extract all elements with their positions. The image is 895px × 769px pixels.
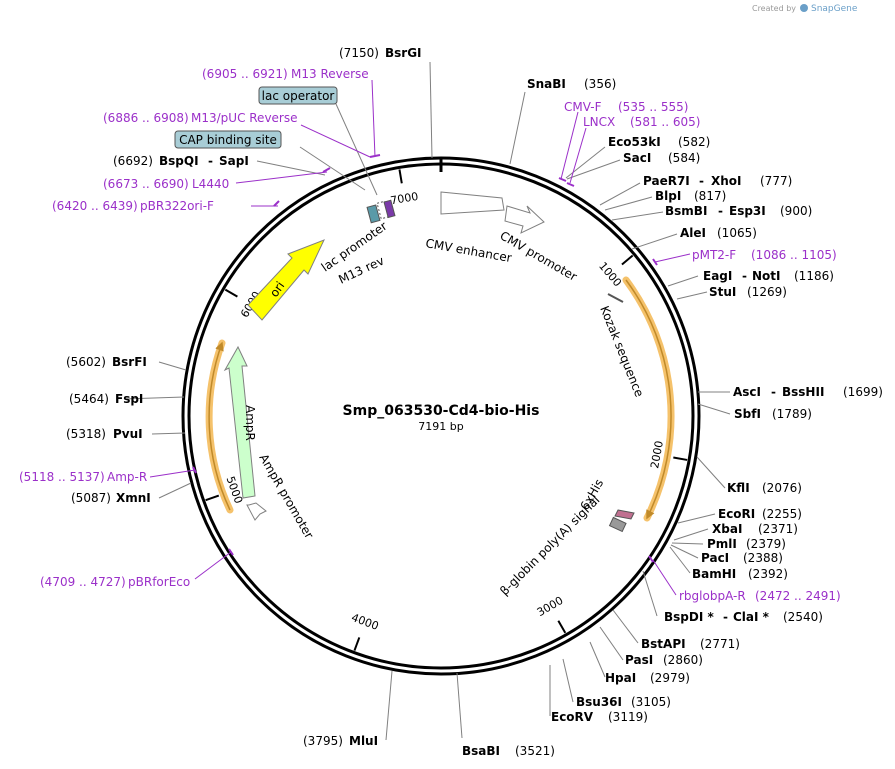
tick-label-4000: 4000 [350,611,381,633]
primer-pbrforeco: (4709 .. 4727)pBRforEco [40,575,190,589]
snapgene-credit: Created by SnapGene [752,4,858,14]
site-bsmbi-esp3i: BsmBI-Esp3I(900) [665,204,812,218]
site-kfli: KflI(2076) [727,481,802,495]
credit-text: Created by [752,4,796,13]
lac-operator-label-box [258,86,338,105]
globin-polya-box [608,516,627,533]
site-saci: SacI(584) [623,151,700,165]
primer-l4440: (6673 .. 6690)L4440 [103,177,229,191]
orf-arrow-left [208,341,231,511]
leader-lines [124,61,731,741]
primer-m13-reverse: (6905 .. 6921)M13 Reverse [202,67,369,81]
site-paci: PacI(2388) [701,551,783,565]
plasmid-size: 7191 bp [418,420,463,433]
site-sbfi: SbfI(1789) [734,407,812,421]
primer-pbr322ori-f: (6420 .. 6439)pBR322ori-F [52,199,214,213]
features [205,191,675,533]
primer-m13-puc-reverse: (6886 .. 6908)M13/pUC Reverse [103,111,298,125]
site-bspdi-clai: BspDI *-ClaI *(2540) [664,610,823,624]
orf-arrow-right [625,279,672,520]
tick-mark-3000 [557,620,567,634]
site-bstapi: BstAPI(2771) [641,637,740,651]
site-eco53ki: Eco53kI(582) [608,135,710,149]
primer-amp-r: (5118 .. 5137)Amp-R [19,470,147,484]
site-bsabi: BsaBI(3521) [462,744,555,758]
primer-marks [192,154,658,563]
primer-lines [149,79,691,596]
site-bamhi: BamHI(2392) [692,567,788,581]
ampr-promoter-arrow [246,502,267,521]
kozak-mark [607,293,624,303]
cmv-promoter-arrow [504,205,545,234]
site-fspi: (5464)FspI [69,392,143,406]
backbone [181,156,701,676]
site-paer7i-xhoi: PaeR7I-XhoI(777) [643,174,792,188]
site-stui: StuI(1269) [709,285,787,299]
his-tag-mark [614,509,635,520]
feature-label-ampr: AmpR [243,405,257,441]
lac-operator-label: lac operator [262,89,335,103]
restriction-sites: (7150)BsrGI SnaBI(356) Eco53kI(582) SacI… [66,46,883,758]
feature-label-kozak: Kozak sequence [597,304,646,399]
tick-mark-4000 [353,637,361,651]
site-pvui: (5318)PvuI [66,427,143,441]
primer-rbglobpa-r: rbglobpA-R(2472 .. 2491) [679,589,841,603]
m13-rev-box [383,199,396,219]
tick-label-3000: 3000 [535,594,566,619]
lac-promoter-box [366,204,381,224]
site-snabi: SnaBI(356) [527,77,616,91]
site-pasi: PasI(2860) [625,653,703,667]
tick-mark-5000 [205,494,220,502]
tick-mark-1000 [621,254,634,266]
site-bsrfi: (5602)BsrFI [66,355,147,369]
tick-mark-6000 [224,288,238,298]
primers: (6905 .. 6921)M13 Reverse (6886 .. 6908)… [19,67,841,603]
primer-lncx: LNCX(581 .. 605) [583,115,700,129]
primer-cmv-f: CMV-F(535 .. 555) [564,100,688,114]
site-ecorv: EcoRV(3119) [551,710,648,724]
site-bsrgi: (7150)BsrGI [339,46,422,60]
tick-mark-7000 [398,169,403,184]
tick-label-7000: 7000 [389,190,419,207]
site-xmni: (5087)XmnI [71,491,151,505]
cap-site-label: CAP binding site [179,133,277,147]
ampr-arrow [223,345,256,499]
feature-label-ampr-promoter: AmpR promoter [256,452,316,542]
cmv-enhancer-arrow [440,191,505,215]
tick-label-1000: 1000 [596,260,624,290]
snapgene-logo-icon [800,4,808,12]
plasmid-name: Smp_063530-Cd4-bio-His [343,403,540,419]
site-alei: AleI(1065) [680,226,757,240]
ori-arrow [247,239,325,321]
site-hpai: HpaI(2979) [605,671,690,685]
boxed-labels: lac operator CAP binding site [174,86,338,149]
primer-pmt2-f: pMT2-F(1086 .. 1105) [692,248,837,262]
site-blpi: BlpI(817) [655,189,726,203]
site-mlui: (3795)MluI [303,734,378,748]
site-asci-bsshii: AscI-BssHII(1699) [733,385,883,399]
tick-label-2000: 2000 [648,440,666,470]
site-bsu36i: Bsu36I(3105) [576,695,671,709]
site-pmli: PmlI(2379) [707,537,786,551]
cap-site-label-box [174,130,282,149]
site-xbai: XbaI(2371) [712,522,798,536]
site-bspqi-sapi: (6692)BspQI-SapI [113,154,249,168]
site-ecori: EcoRI(2255) [718,507,802,521]
site-eagi-noti: EagI-NotI(1186) [703,269,834,283]
feature-label-globin: β-globin poly(A) signal [497,493,602,598]
tick-mark-2000 [673,456,688,461]
credit-brand: SnapGene [811,4,858,14]
